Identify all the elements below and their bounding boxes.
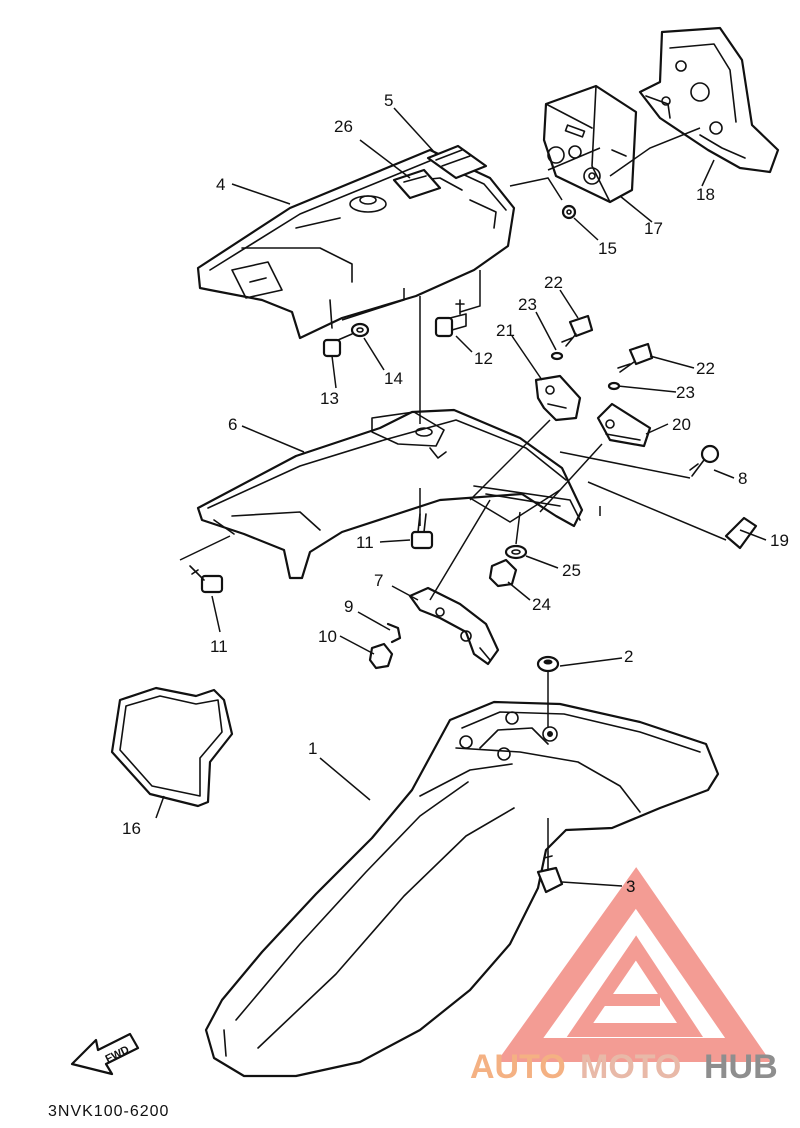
- callout-19: 19: [770, 531, 789, 550]
- callout-24: 24: [532, 595, 551, 614]
- part-6-inner-fender: [196, 408, 584, 580]
- callout-6: 6: [228, 415, 237, 434]
- callout-1: 1: [308, 739, 317, 758]
- part-11-bolt-center: [410, 513, 434, 550]
- part-19-cap: [724, 516, 758, 550]
- callout-23-upper: 23: [518, 295, 537, 314]
- part-2-grommet: [536, 655, 560, 673]
- watermark-text: AUTO MOTO HUB: [470, 1048, 778, 1086]
- callout-12: 12: [474, 349, 493, 368]
- part-15-nut: [561, 204, 577, 220]
- callout-20: 20: [672, 415, 691, 434]
- callout-18: 18: [696, 185, 715, 204]
- callout-13: 13: [320, 389, 339, 408]
- callout-23-lower: 23: [676, 383, 695, 402]
- part-7-stay: [408, 586, 500, 666]
- fwd-arrow-icon: FWD: [70, 1032, 140, 1076]
- part-12-bolt: [434, 299, 467, 338]
- callout-2: 2: [624, 647, 633, 666]
- part-10-nut: [368, 642, 394, 670]
- callout-26: 26: [334, 117, 353, 136]
- part-18-plate-bracket: [638, 26, 780, 174]
- part-17-tail-light: [542, 84, 638, 204]
- callout-5: 5: [384, 91, 393, 110]
- part-26-label: [392, 168, 442, 200]
- part-22-bolt-lower: [617, 342, 654, 373]
- part-14-washer: [350, 322, 370, 338]
- part-24-nut: [488, 558, 518, 588]
- callout-7: 7: [374, 571, 383, 590]
- callout-11-left: 11: [210, 637, 228, 656]
- part-8-bolt: [689, 444, 720, 477]
- part-3-bolt: [536, 851, 564, 894]
- part-11-bolt-left: [189, 565, 224, 594]
- callout-17: 17: [644, 219, 663, 238]
- part-5-emblem: [426, 144, 488, 180]
- callout-labels: 1 2 3 4 5 6 7 8 9 10 11 11 12 13 14 15 1…: [122, 91, 789, 896]
- watermark-triangle-logo: [496, 867, 771, 1062]
- part-23-washer-lower: [607, 381, 621, 391]
- callout-4: 4: [216, 175, 225, 194]
- callout-11-center: 11: [356, 533, 374, 552]
- part-16-protector: [110, 686, 234, 808]
- part-13-bolt: [322, 333, 353, 358]
- callout-22-upper: 22: [544, 273, 563, 292]
- callout-22-lower: 22: [696, 359, 715, 378]
- part-1-front-fender: [204, 700, 720, 1078]
- part-23-washer-upper: [550, 351, 564, 361]
- watermark-auto: AUTO: [470, 1048, 566, 1086]
- callout-3: 3: [626, 877, 635, 896]
- part-20-bracket: [596, 402, 652, 448]
- callout-14: 14: [384, 369, 403, 388]
- callout-10: 10: [318, 627, 337, 646]
- part-25-washer: [504, 544, 528, 560]
- callout-16: 16: [122, 819, 141, 838]
- callout-8: 8: [738, 469, 747, 488]
- callout-9: 9: [344, 597, 353, 616]
- callout-25: 25: [562, 561, 581, 580]
- part-21-bracket: [534, 374, 582, 422]
- callout-15: 15: [598, 239, 617, 258]
- part-22-bolt-upper: [561, 314, 594, 347]
- callout-21: 21: [496, 321, 515, 340]
- diagram-code: 3NVK100-6200: [48, 1103, 169, 1120]
- part-9-washer: [386, 622, 402, 644]
- watermark-hub: HUB: [704, 1048, 778, 1086]
- leader-lines: [155, 107, 767, 887]
- watermark-moto: MOTO: [580, 1048, 681, 1086]
